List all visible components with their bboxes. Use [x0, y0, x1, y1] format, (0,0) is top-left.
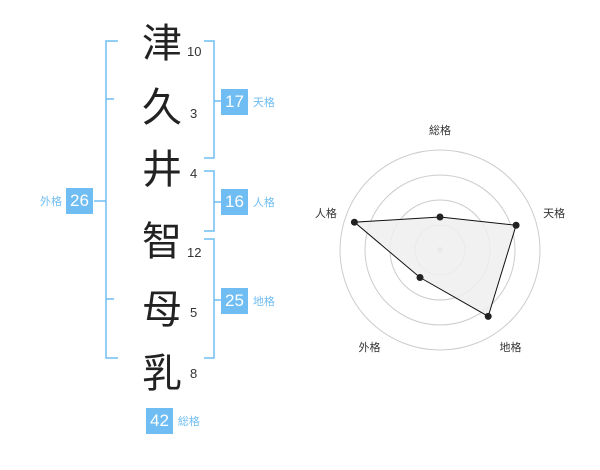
chikaku-bracket — [204, 238, 215, 359]
radar-axis-label: 地格 — [500, 340, 522, 354]
tenkaku-label: 天格 — [252, 96, 275, 109]
stroke-count-4: 12 — [187, 245, 202, 260]
radar-area — [353, 216, 517, 318]
soukaku-badge: 42 総格 — [146, 408, 200, 434]
radar-ring — [339, 149, 541, 351]
gaikaku-label: 外格 — [40, 195, 62, 208]
jinkaku-value: 16 — [221, 189, 248, 215]
gaikaku-bracket — [105, 40, 118, 359]
radar-point — [484, 312, 492, 320]
radar-axis-label: 人格 — [315, 206, 337, 220]
stroke-count-6: 8 — [190, 366, 198, 381]
chikaku-label: 地格 — [252, 295, 275, 308]
chikaku-badge: 25 地格 — [221, 288, 275, 314]
radar-ring — [364, 174, 516, 326]
radar-point — [512, 221, 520, 229]
soukaku-label: 総格 — [177, 415, 200, 428]
radar-axis-label: 外格 — [358, 340, 380, 354]
jinkaku-bracket — [204, 170, 215, 232]
stroke-count-3: 4 — [190, 166, 198, 181]
soukaku-value: 42 — [146, 408, 173, 434]
name-char-2: 久 — [142, 85, 182, 131]
stroke-count-2: 3 — [190, 106, 198, 121]
chikaku-value: 25 — [221, 288, 248, 314]
tenkaku-value: 17 — [221, 89, 248, 115]
radar-point — [416, 274, 424, 282]
name-char-6: 乳 — [142, 351, 182, 397]
gaikaku-value: 26 — [66, 188, 93, 214]
name-char-1: 津 — [142, 21, 182, 67]
jinkaku-label: 人格 — [252, 196, 275, 209]
stroke-count-5: 5 — [190, 305, 198, 320]
jinkaku-badge: 16 人格 — [221, 189, 275, 215]
radar-point — [350, 218, 358, 226]
stroke-count-1: 10 — [187, 44, 202, 59]
name-char-4: 智 — [142, 219, 182, 265]
name-char-3: 井 — [142, 147, 182, 193]
gaikaku-badge: 26 外格 — [40, 188, 93, 214]
tenkaku-bracket — [204, 40, 215, 159]
name-char-5: 母 — [142, 287, 182, 333]
radar-point — [436, 213, 444, 221]
radar-axis-label: 総格 — [429, 123, 451, 137]
tenkaku-badge: 17 天格 — [221, 89, 275, 115]
radar-axis-label: 天格 — [543, 206, 565, 220]
